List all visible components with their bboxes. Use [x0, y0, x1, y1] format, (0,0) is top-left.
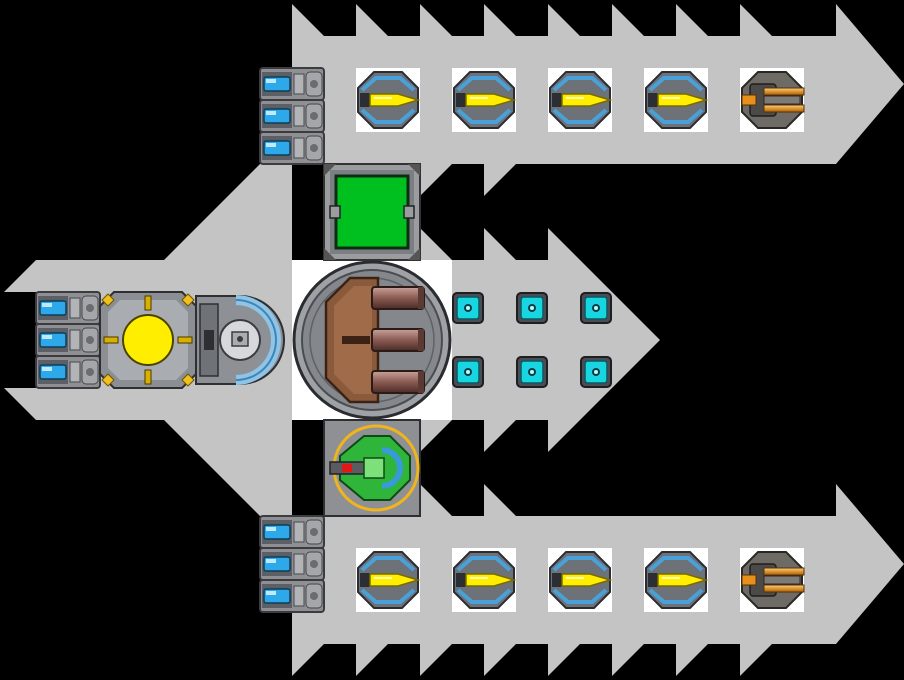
hull-spike	[484, 484, 516, 516]
power-core-icon[interactable]	[99, 291, 197, 389]
yellow-laser-icon[interactable]	[548, 548, 613, 612]
thruster-bank-top	[259, 67, 325, 165]
yellow-laser-icon[interactable]	[548, 68, 613, 132]
hull-spike	[484, 420, 516, 452]
hull-spike	[612, 4, 644, 36]
hull-spike	[484, 644, 516, 676]
hull-spike	[420, 164, 452, 196]
shield-node-icon[interactable]	[580, 356, 612, 388]
hull-spike	[484, 228, 516, 260]
shield-node-grid	[452, 292, 612, 388]
shield-node-icon[interactable]	[452, 356, 484, 388]
thruster-icon[interactable]	[259, 579, 325, 613]
triple-cannon-icon[interactable]	[292, 260, 452, 420]
engine-icon[interactable]	[195, 295, 285, 385]
hull-spike	[420, 228, 452, 260]
hull-spike	[740, 644, 772, 676]
yellow-laser-icon[interactable]	[356, 548, 421, 612]
thruster-icon[interactable]	[259, 99, 325, 133]
hull-spike	[740, 4, 772, 36]
shield-node-icon[interactable]	[516, 292, 548, 324]
yellow-laser-icon[interactable]	[356, 68, 421, 132]
hull-spike	[356, 644, 388, 676]
hull-spike	[420, 4, 452, 36]
hull-spike	[292, 4, 324, 36]
hull-spike	[676, 644, 708, 676]
yellow-laser-icon[interactable]	[452, 548, 517, 612]
hull-spike	[484, 4, 516, 36]
thruster-icon[interactable]	[259, 131, 325, 165]
orange-railgun-icon[interactable]	[740, 548, 805, 612]
hull-spike	[356, 4, 388, 36]
hull-spike	[612, 644, 644, 676]
hull-spike	[548, 4, 580, 36]
bottom-wing-weapons	[356, 548, 805, 612]
shield-node-icon[interactable]	[516, 356, 548, 388]
thruster-icon[interactable]	[259, 547, 325, 581]
hull-spike	[420, 644, 452, 676]
shield-node-icon[interactable]	[580, 292, 612, 324]
yellow-laser-icon[interactable]	[644, 548, 709, 612]
hull-spike	[420, 420, 452, 452]
hull-arrow-spikes	[292, 4, 772, 676]
reactor-icon[interactable]	[323, 163, 421, 261]
thruster-bank-middle	[35, 291, 101, 389]
thruster-icon[interactable]	[259, 515, 325, 549]
hull-spike	[420, 484, 452, 516]
shield-node-icon[interactable]	[452, 292, 484, 324]
thruster-icon[interactable]	[259, 67, 325, 101]
hull-spike	[292, 644, 324, 676]
thruster-icon[interactable]	[35, 291, 101, 325]
hull-spike	[484, 164, 516, 196]
top-wing-weapons	[356, 68, 805, 132]
hull-spike	[548, 644, 580, 676]
orange-railgun-icon[interactable]	[740, 68, 805, 132]
thruster-bank-bottom	[259, 515, 325, 613]
drone-bay-icon[interactable]	[323, 419, 421, 517]
hull-spike	[676, 4, 708, 36]
yellow-laser-icon[interactable]	[644, 68, 709, 132]
thruster-icon[interactable]	[35, 323, 101, 357]
yellow-laser-icon[interactable]	[452, 68, 517, 132]
thruster-icon[interactable]	[35, 355, 101, 389]
